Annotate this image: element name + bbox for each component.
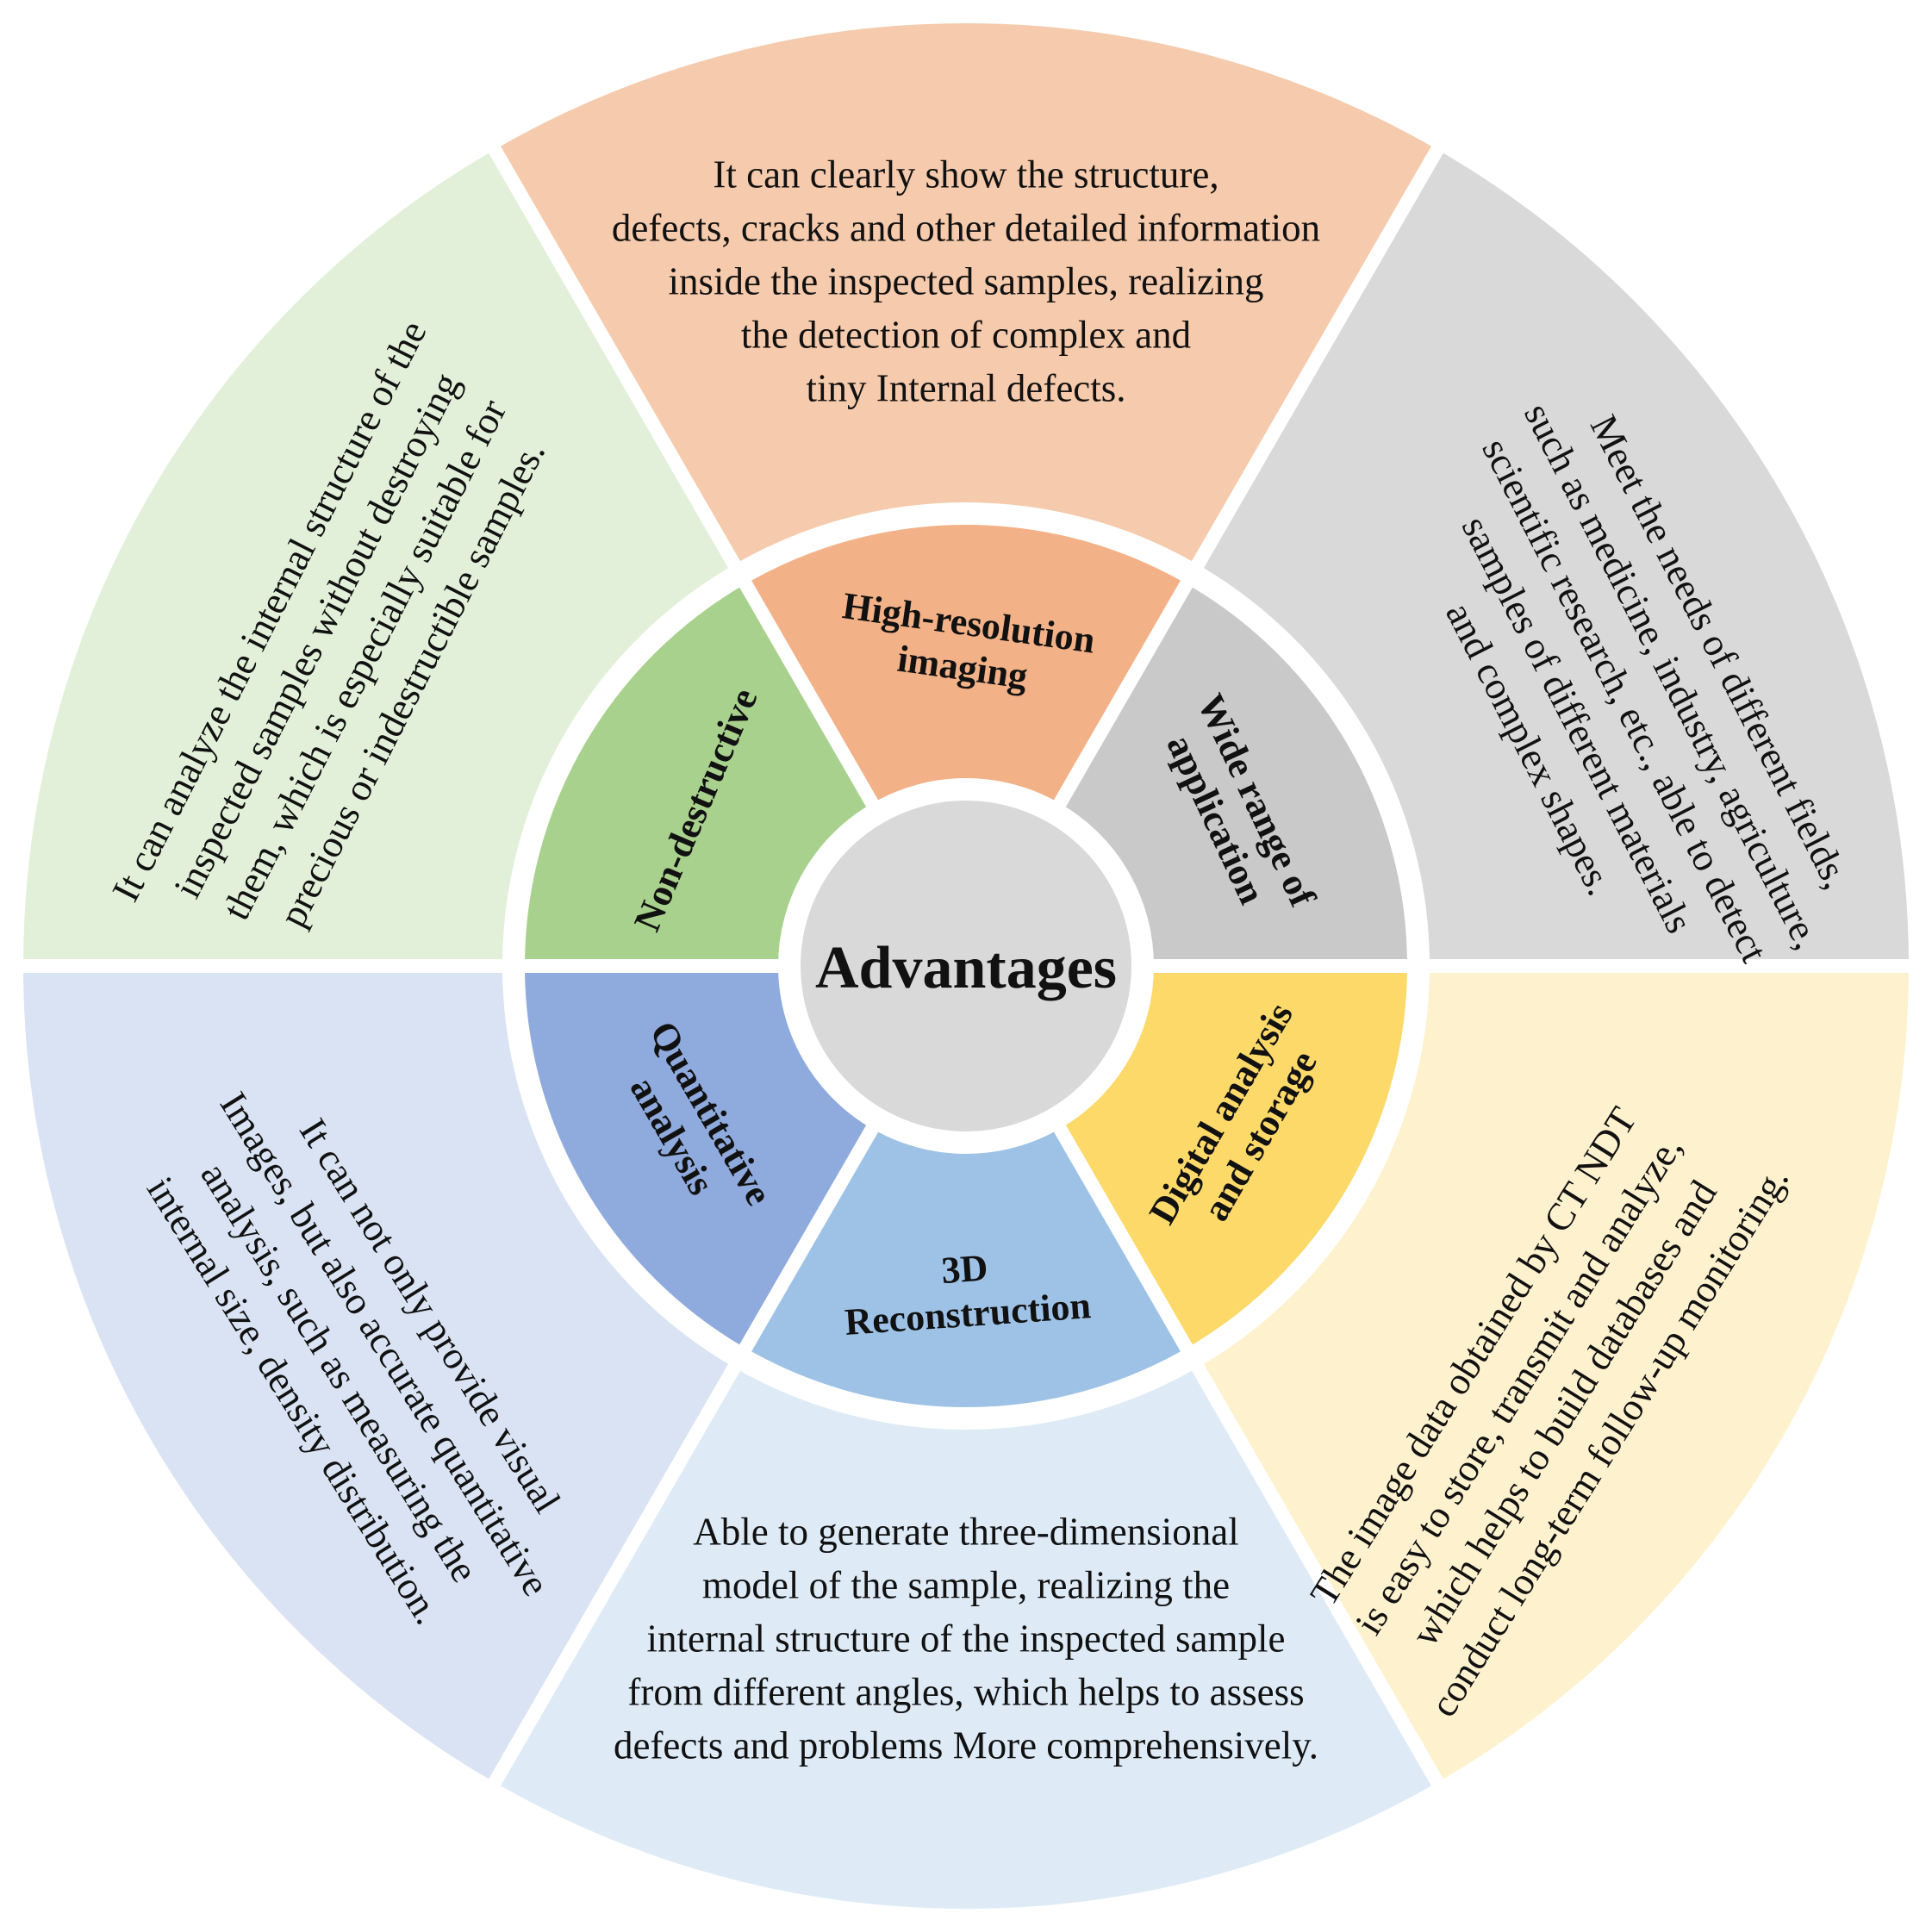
outer-description-high-resolution: It can clearly show the structure, defect… xyxy=(612,153,1320,409)
inner-segment-digital-analysis xyxy=(1047,959,1422,1364)
outer-description-3d-reconstruction-line: Able to generate three-dimensional xyxy=(693,1510,1239,1553)
outer-segment-non-destructive xyxy=(9,134,747,973)
outer-ring xyxy=(9,9,1923,1923)
inner-ring xyxy=(510,511,1422,1421)
inner-segment-3d-reconstruction xyxy=(732,1112,1200,1421)
inner-segment-wide-range xyxy=(1047,568,1422,973)
outer-segment-digital-analysis xyxy=(1185,959,1923,1798)
outer-description-high-resolution-line: inside the inspected samples, realizing xyxy=(668,259,1263,302)
outer-description-3d-reconstruction-line: from different angles, which helps to as… xyxy=(627,1670,1304,1713)
inner-label-3d-reconstruction-line: 3D xyxy=(940,1246,989,1292)
outer-description-3d-reconstruction-line: model of the sample, realizing the xyxy=(702,1563,1230,1606)
outer-description-3d-reconstruction-line: defects and problems More comprehensivel… xyxy=(614,1723,1318,1767)
center-label: Advantages xyxy=(815,935,1117,1001)
inner-segment-quantitative xyxy=(510,959,885,1364)
outer-segment-high-resolution xyxy=(482,9,1450,580)
center-circle xyxy=(787,787,1145,1145)
outer-description-3d-reconstruction-line: internal structure of the inspected samp… xyxy=(647,1617,1286,1660)
outer-segment-3d-reconstruction xyxy=(482,1352,1450,1923)
outer-description-high-resolution-line: It can clearly show the structure, xyxy=(713,153,1218,196)
outer-description-high-resolution-line: defects, cracks and other detailed infor… xyxy=(612,206,1320,249)
outer-segment-quantitative xyxy=(9,959,747,1798)
inner-segment-non-destructive xyxy=(510,568,885,973)
outer-segment-wide-range xyxy=(1185,134,1923,973)
outer-description-3d-reconstruction: Able to generate three-dimensional model … xyxy=(614,1510,1318,1767)
inner-segment-high-resolution xyxy=(732,511,1200,820)
outer-description-high-resolution-line: the detection of complex and xyxy=(741,313,1191,356)
outer-description-high-resolution-line: tiny Internal defects. xyxy=(806,366,1125,409)
